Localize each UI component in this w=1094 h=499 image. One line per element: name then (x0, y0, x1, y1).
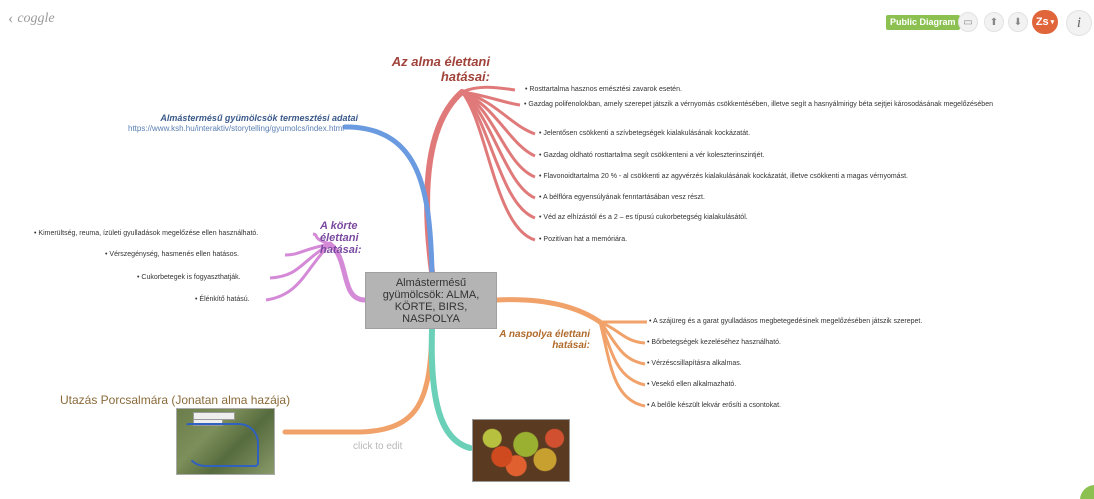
alma-item[interactable]: • Rosttartalma hasznos emésztési zavarok… (525, 86, 682, 93)
alma-item[interactable]: • Gazdag polifenolokban, amely szerepet … (524, 101, 993, 108)
korte-item[interactable]: • Cukorbetegek is fogyaszthatják. (137, 274, 241, 281)
chevron-left-icon: ‹ (8, 10, 14, 27)
termesztes-link[interactable]: https://www.ksh.hu/interaktiv/storytelli… (128, 124, 345, 133)
map-route (185, 423, 259, 467)
korte-item[interactable]: • Élénkítő hatású. (195, 296, 250, 303)
branch-naspolya (494, 297, 603, 325)
alma-item[interactable]: • Flavonoidtartalma 20 % - al csökkenti … (539, 173, 908, 180)
download-icon[interactable]: ⬇ (1008, 12, 1028, 32)
help-button[interactable] (1080, 485, 1094, 499)
dropdown-icon: ▾ (1050, 19, 1055, 26)
naspolya-heading[interactable]: A naspolya élettani hatásai: (499, 329, 590, 351)
utazas-heading[interactable]: Utazás Porcsalmára (Jonatan alma hazája) (60, 393, 291, 407)
naspolya-item[interactable]: • Vérzéscsillapításra alkalmas. (647, 360, 742, 367)
naspolya-item[interactable]: • A belőle készült lekvár erősíti a cson… (647, 402, 781, 409)
termesztes-heading[interactable]: Almástermésű gyümölcsök termesztési adat… (160, 113, 358, 123)
branch-termesztes (342, 124, 435, 275)
branch-photo (428, 327, 473, 451)
user-avatar[interactable]: Zs ▾ (1032, 10, 1058, 34)
naspolya-item[interactable]: • Bőrbetegségek kezeléséhez használható. (647, 339, 781, 346)
info-icon[interactable]: i (1066, 10, 1092, 36)
branch-korte (327, 241, 368, 303)
public-diagram-badge[interactable]: Public Diagram (886, 15, 960, 30)
avatar-initials: Zs (1035, 16, 1049, 28)
central-node[interactable]: Almástermésű gyümölcsök: ALMA, KÖRTE, BI… (365, 272, 497, 329)
upload-icon[interactable]: ⬆ (984, 12, 1004, 32)
branch-utazas (282, 327, 435, 435)
alma-item[interactable]: • Véd az elhízástól és a 2 – es típusú c… (539, 214, 748, 221)
alma-item[interactable]: • Jelentősen csökkenti a szívbetegségek … (539, 130, 751, 137)
map-label (193, 419, 223, 426)
click-to-edit-placeholder[interactable]: click to edit (353, 441, 403, 452)
korte-heading[interactable]: A körte élettani hatásai: (320, 220, 362, 256)
app-logo: coggle (17, 11, 55, 26)
naspolya-item[interactable]: • Vesekő ellen alkalmazható. (647, 381, 737, 388)
back-link[interactable]: ‹ coggle (8, 10, 55, 28)
alma-item[interactable]: • A bélflóra egyensúlyának fenntartásába… (539, 194, 705, 201)
alma-heading[interactable]: Az alma élettani hatásai: (391, 54, 490, 84)
korte-item[interactable]: • Kimerültség, reuma, ízületi gyulladáso… (34, 230, 259, 237)
alma-item[interactable]: • Pozitívan hat a memóriára. (539, 236, 628, 243)
present-icon[interactable]: ▭ (958, 12, 978, 32)
fruit-photo[interactable] (472, 419, 570, 482)
alma-item[interactable]: • Gazdag oldható rosttartalma segít csök… (539, 152, 765, 159)
map-image[interactable] (176, 408, 275, 475)
naspolya-item[interactable]: • A szájüreg és a garat gyulladásos megb… (649, 318, 923, 325)
korte-item[interactable]: • Vérszegénység, hasmenés ellen hatásos. (105, 251, 239, 258)
